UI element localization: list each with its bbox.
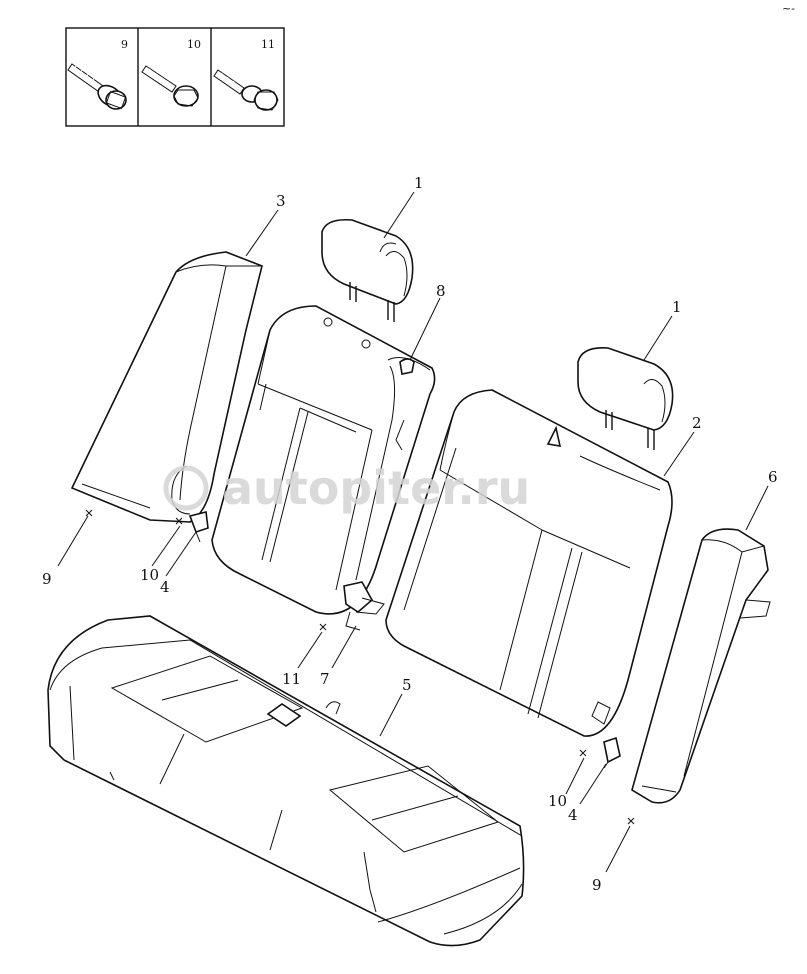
inset-label-9: 9 xyxy=(121,38,128,51)
left-hinge-bracket xyxy=(188,511,209,543)
center-latch-assembly xyxy=(343,581,385,631)
callout-labels: 1 1 2 3 4 4 5 6 7 8 9 9 10 10 11 xyxy=(42,174,778,894)
right-headrest xyxy=(577,346,674,450)
right-side-bolster xyxy=(631,528,771,804)
inset-label-11: 11 xyxy=(261,38,275,51)
left-headrest xyxy=(321,218,414,322)
callout-bolt-9-left: 9 xyxy=(42,570,52,588)
watermark-logo-icon xyxy=(163,465,209,511)
bolt-with-washer-icon xyxy=(213,69,279,111)
watermark: autopiter.ru xyxy=(163,461,530,515)
callout-seatback-right: 2 xyxy=(692,414,702,432)
flange-bolt-icon xyxy=(67,63,127,110)
hex-bolt-icon xyxy=(141,65,199,107)
seat-cushion xyxy=(47,615,525,947)
inset-label-10: 10 xyxy=(187,38,201,51)
callout-side-bolster-right: 6 xyxy=(768,468,778,486)
callout-headrest-left: 1 xyxy=(414,174,424,192)
right-seatback xyxy=(385,389,673,737)
leader-lines xyxy=(57,191,769,873)
bolt-markers xyxy=(85,509,635,825)
callout-bolt-10-left: 10 xyxy=(140,566,159,584)
fastener-inset: 9 10 11 xyxy=(65,27,285,127)
watermark-text: autopiter.ru xyxy=(222,461,530,515)
callout-bolt-11-center: 11 xyxy=(282,670,301,688)
callout-hinge-bracket-right: 4 xyxy=(568,806,578,824)
right-hinge-bracket xyxy=(603,736,621,769)
callout-center-latch: 7 xyxy=(320,670,330,688)
left-seatback xyxy=(211,305,436,615)
callout-bolt-9-right: 9 xyxy=(592,876,602,894)
callout-hinge-bracket-left: 4 xyxy=(160,578,170,596)
callout-side-bolster-left: 3 xyxy=(276,192,286,210)
callout-seat-cushion: 5 xyxy=(402,676,412,694)
callout-headrest-right: 1 xyxy=(672,298,682,316)
callout-bolt-10-right: 10 xyxy=(548,792,567,810)
corner-mark: ~- xyxy=(782,2,795,15)
callout-latch-top: 8 xyxy=(436,282,446,300)
